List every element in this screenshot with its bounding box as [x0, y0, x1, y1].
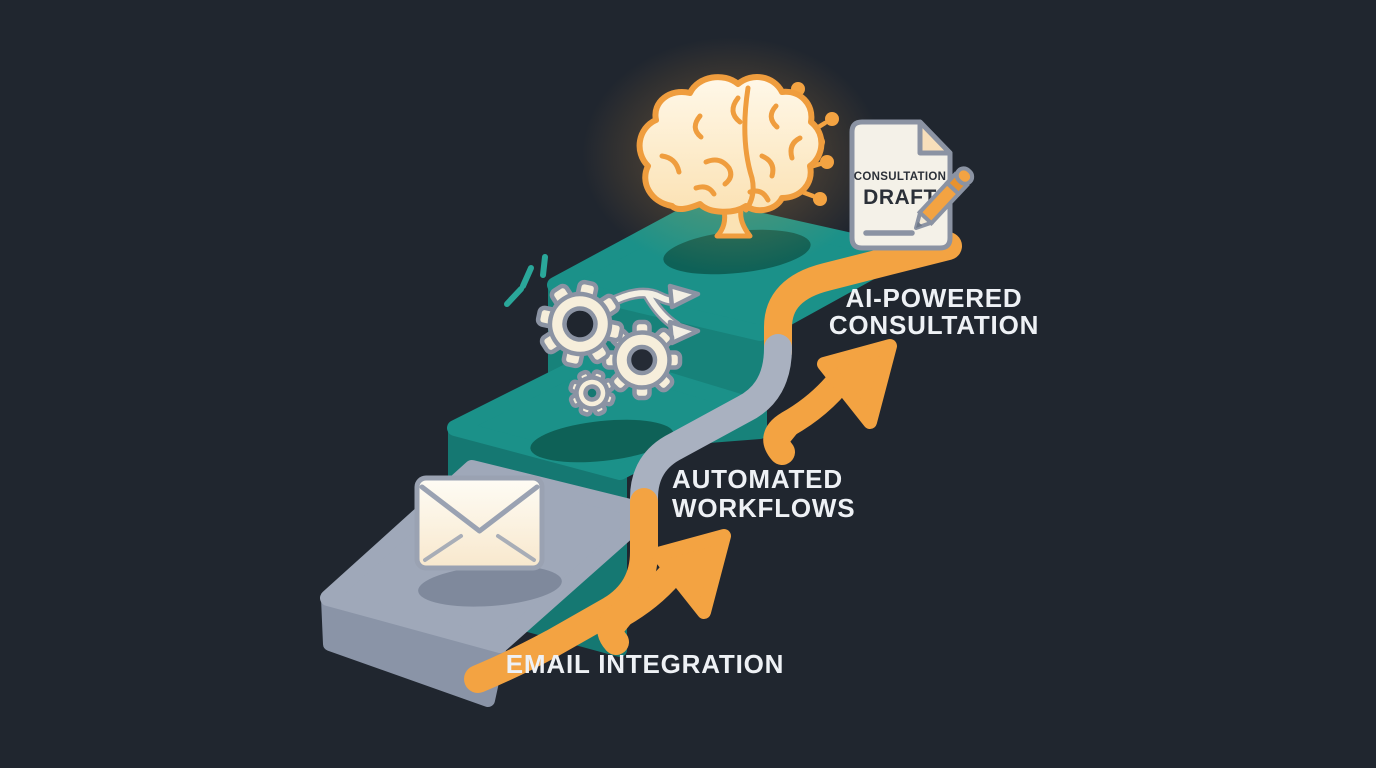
label-automated-workflows: AUTOMATED WORKFLOWS — [672, 464, 855, 523]
arrow-step2-to-step3 — [763, 339, 897, 465]
envelope-icon — [414, 475, 545, 571]
label-consultation: CONSULTATION — [829, 310, 1039, 340]
ribbon-bottom-segment — [464, 488, 658, 693]
envelope-shadow — [418, 565, 562, 607]
folded-corner — [917, 119, 953, 156]
branch-arrows-icon — [604, 283, 701, 346]
gears-shadow — [530, 419, 674, 463]
label-automated: AUTOMATED — [672, 464, 843, 494]
pencil-icon — [914, 166, 975, 230]
spark-icon — [504, 254, 548, 307]
doc-line-2: DRAFT — [863, 186, 937, 209]
consultation-draft-card: CONSULTATION DRAFT — [849, 119, 975, 251]
label-workflows: WORKFLOWS — [672, 493, 855, 523]
label-ai-powered-consultation: AI-POWERED CONSULTATION — [829, 283, 1039, 340]
doc-line-1: CONSULTATION — [854, 171, 946, 183]
label-ai-powered: AI-POWERED — [846, 283, 1023, 313]
ribbon-top-segment — [764, 232, 962, 366]
label-email-integration: EMAIL INTEGRATION — [506, 649, 784, 679]
gears-icon — [535, 279, 683, 417]
arrow-step1-to-step2 — [597, 529, 731, 655]
ribbon — [464, 232, 962, 693]
ribbon-gray-segment — [630, 334, 792, 520]
brain-icon — [636, 74, 825, 239]
